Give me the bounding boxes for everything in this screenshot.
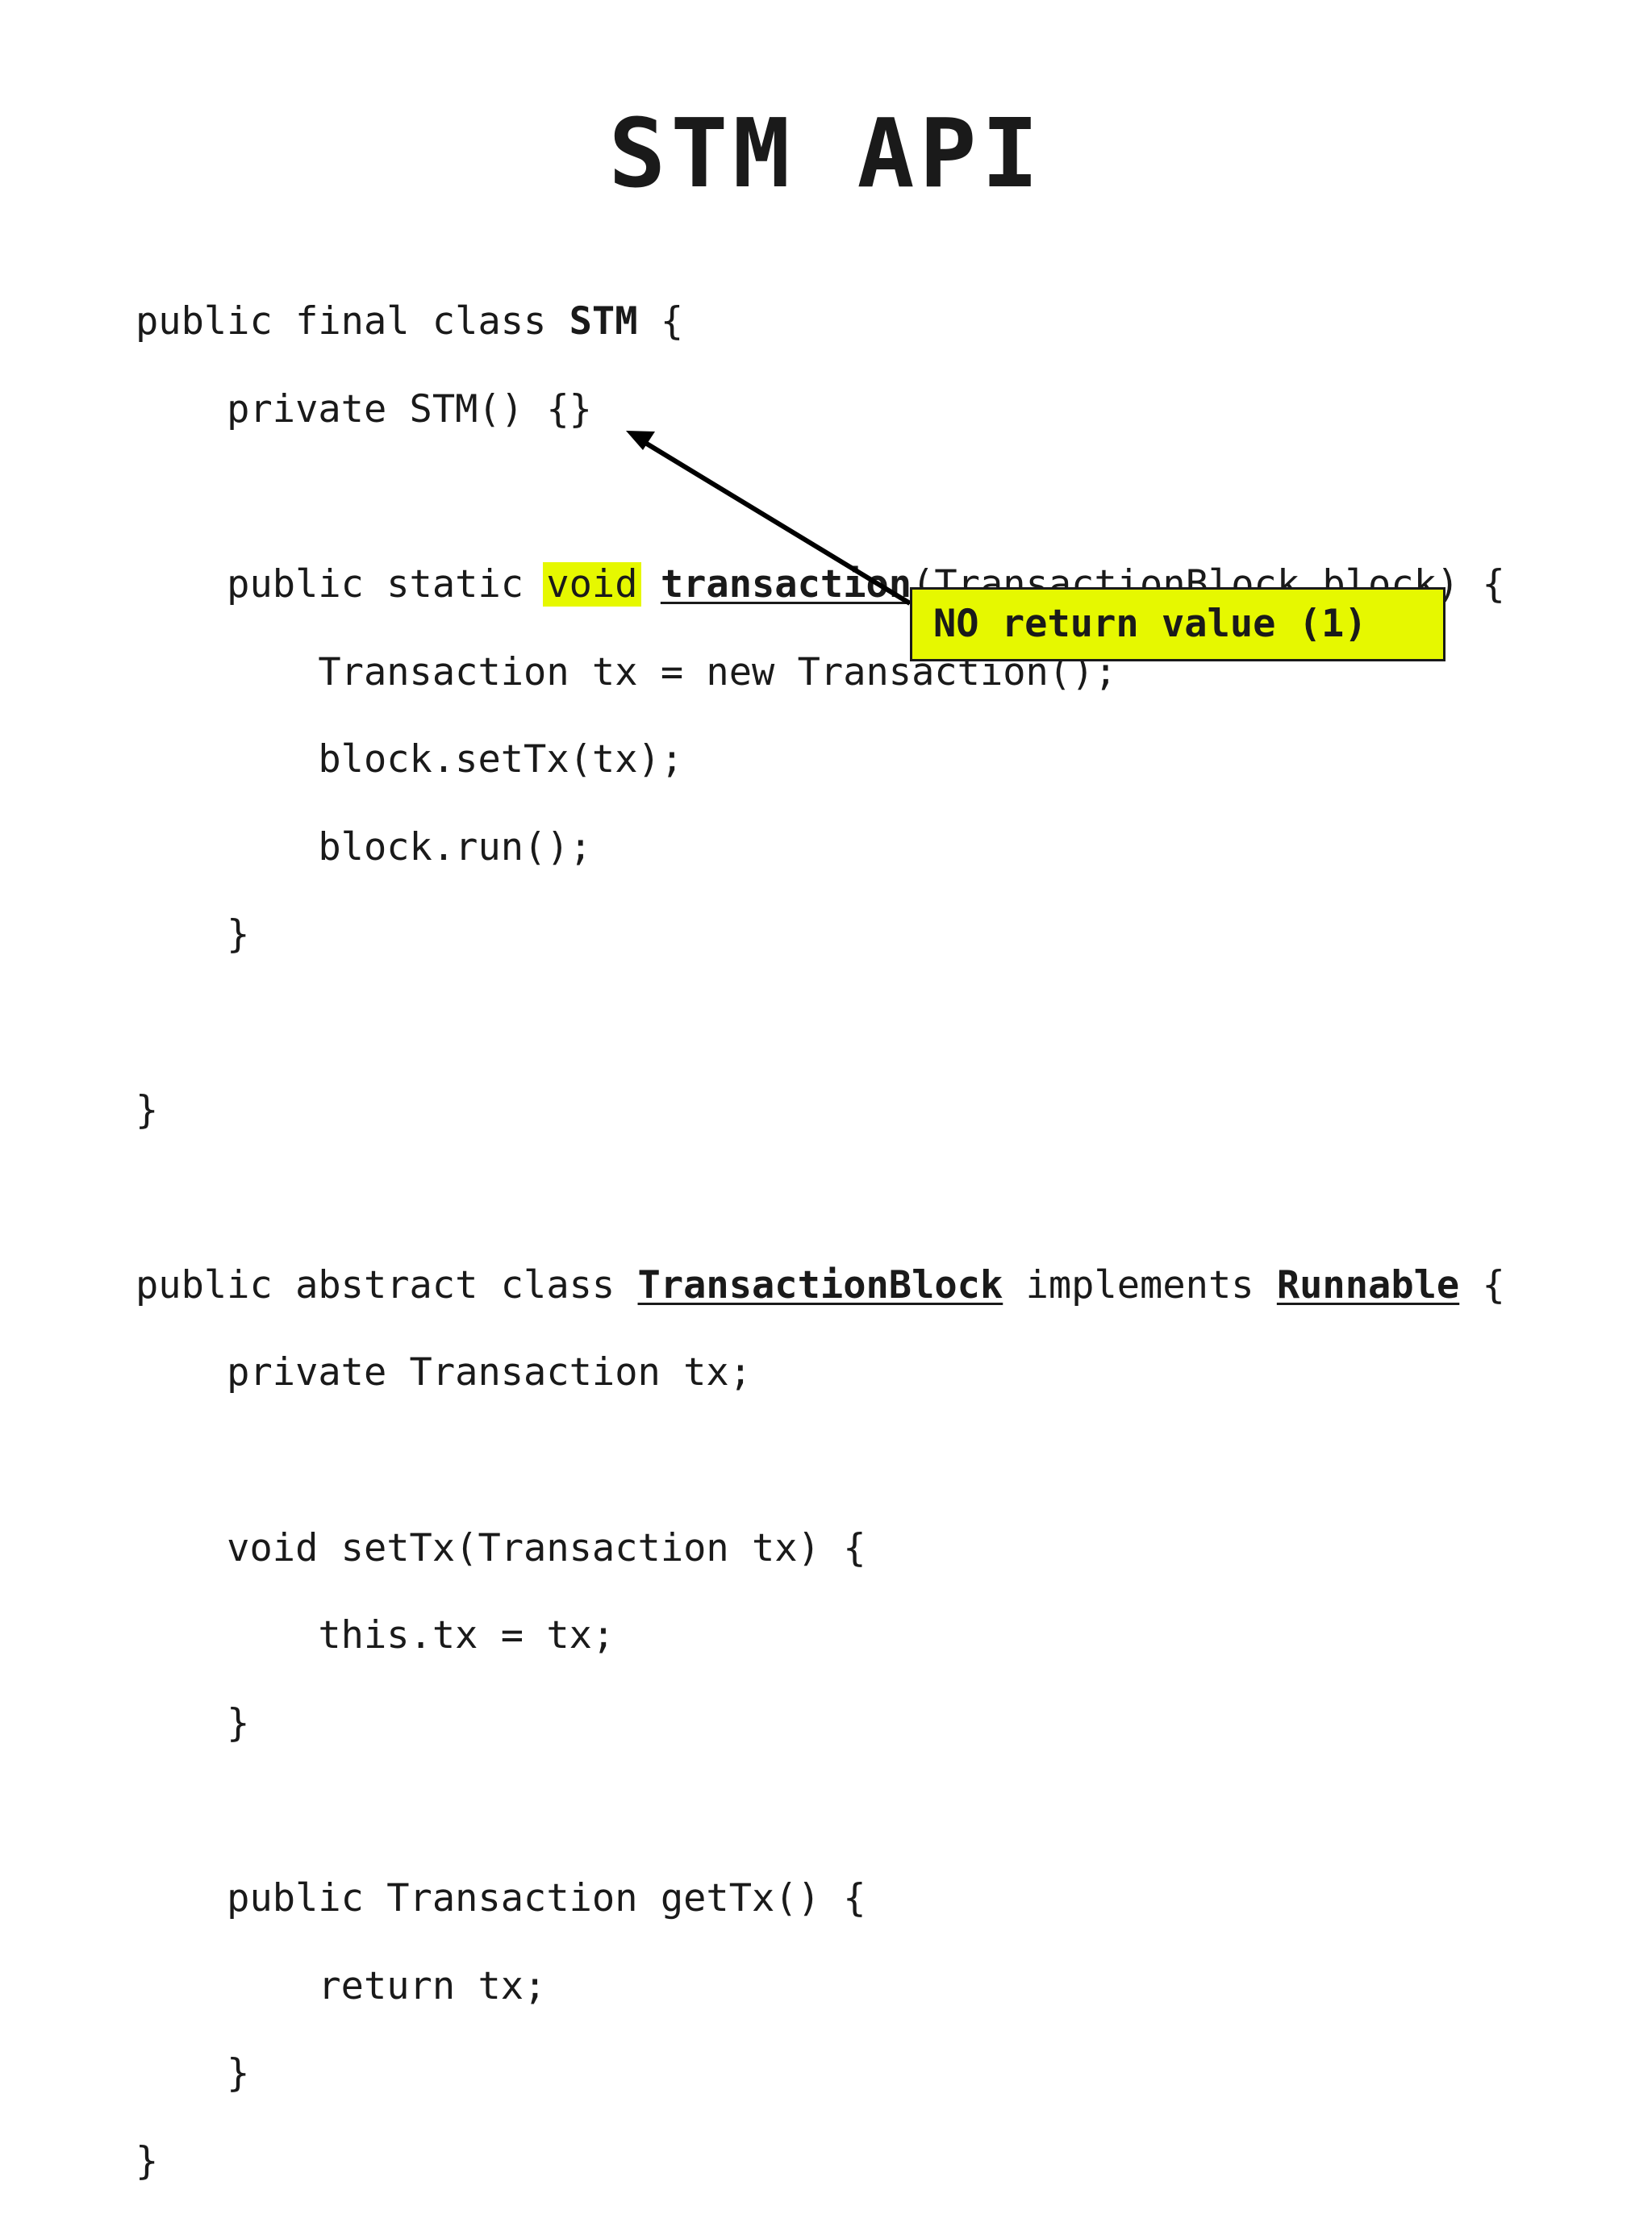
code-text: public final class — [136, 299, 569, 344]
code-line — [136, 1001, 1505, 1045]
code-line: } — [136, 1087, 159, 1132]
code-line — [136, 475, 1505, 519]
code-line — [136, 1439, 1505, 1483]
code-text: implements — [1003, 1262, 1277, 1307]
code-line: block.run(); — [136, 824, 592, 870]
code-line: void setTx(Transaction tx) { — [136, 1525, 866, 1570]
highlighted-void: void — [543, 562, 641, 607]
code-line — [136, 1176, 1505, 1220]
code-text: { — [1459, 1262, 1505, 1307]
code-line: block.setTx(tx); — [136, 737, 684, 782]
callout-box: NO return value (1) — [910, 587, 1446, 661]
code-line: public Transaction getTx() { — [136, 1875, 866, 1920]
class-name-transactionblock: TransactionBlock — [637, 1262, 1003, 1307]
code-text: public static — [136, 562, 547, 607]
code-line: public abstract class TransactionBlock i… — [136, 1262, 1505, 1307]
slide-title: STM API — [608, 98, 1044, 209]
method-name-transaction: transaction — [660, 562, 912, 607]
code-text: public abstract class — [136, 1262, 638, 1307]
code-text — [638, 562, 661, 607]
interface-name-runnable: Runnable — [1276, 1262, 1460, 1307]
code-line: private STM() {} — [136, 386, 592, 432]
code-block: public final class STM { private STM() {… — [136, 256, 1505, 2227]
code-line: return tx; — [136, 1963, 547, 2008]
code-line: public final class STM { — [136, 300, 1505, 344]
code-line: this.tx = tx; — [136, 1613, 615, 1658]
code-line: } — [136, 2051, 250, 2096]
code-line — [136, 1789, 1505, 1833]
code-line: } — [136, 2138, 159, 2183]
code-text: { — [637, 299, 684, 344]
class-name-stm: STM — [569, 299, 638, 344]
code-line: } — [136, 912, 250, 957]
code-line: private Transaction tx; — [136, 1350, 753, 1395]
code-line: } — [136, 1700, 250, 1745]
